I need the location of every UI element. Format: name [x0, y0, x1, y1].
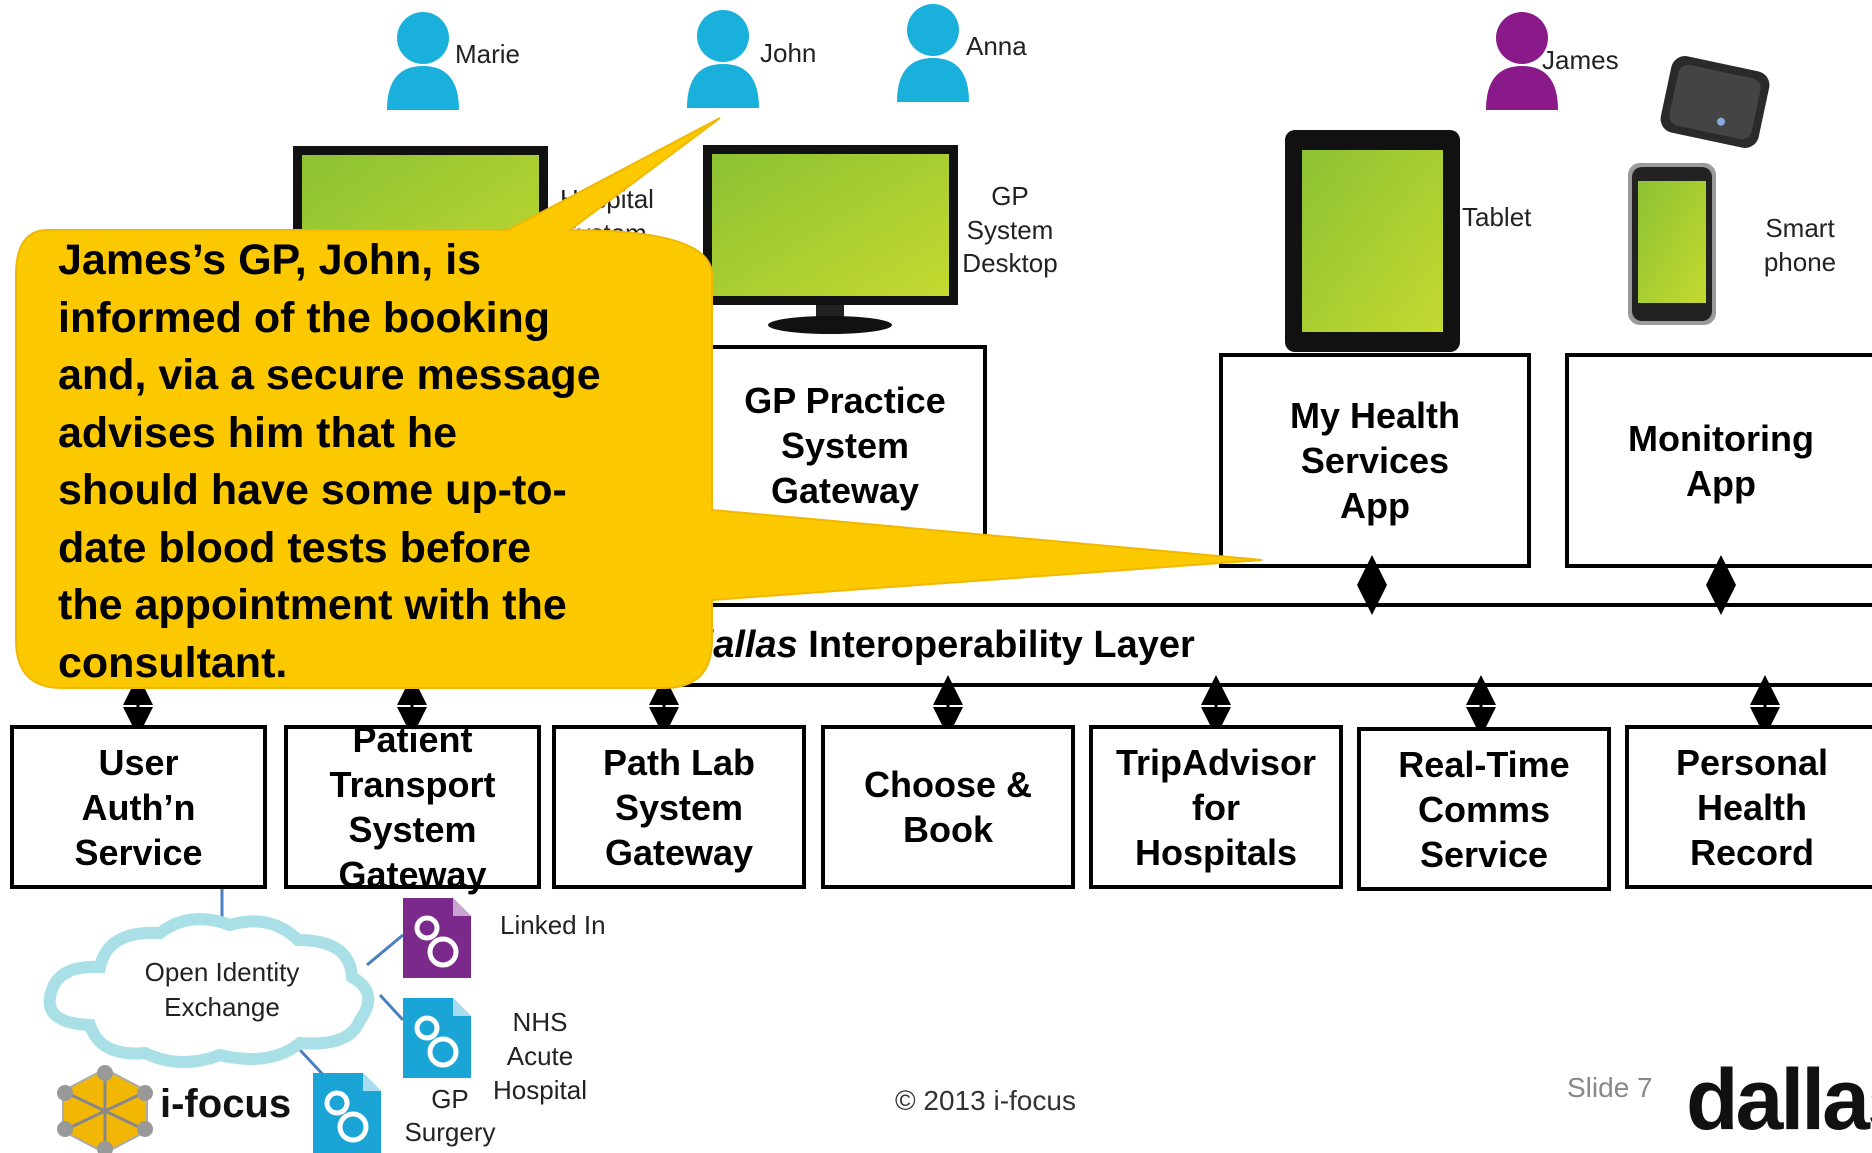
tripadvisor-hospitals-box: TripAdvisor for Hospitals	[1089, 725, 1343, 889]
gp-desktop-label-3: Desktop	[962, 248, 1058, 278]
callout-text: James’s GP, John, is informed of the boo…	[58, 232, 698, 692]
callout-line-1: James’s GP, John, is	[58, 236, 482, 284]
person-marie-label: Marie	[455, 39, 521, 69]
phr-line-2: Health	[1696, 786, 1807, 828]
tripadvisor-line-3: Hospitals	[1134, 831, 1298, 873]
person-anna-icon	[897, 4, 969, 102]
callout-line-4: advises him that he	[58, 408, 458, 457]
callout-line-6: date blood tests before	[58, 523, 532, 572]
tablet-icon	[1285, 130, 1460, 352]
callout-line-3: and, via a secure message	[58, 351, 601, 399]
my-health-line-3: App	[1340, 485, 1410, 526]
gp-surgery-label-2: Surgery	[404, 1117, 496, 1147]
real-time-line-1: Real-Time	[1398, 743, 1570, 785]
person-james-icon	[1486, 12, 1558, 110]
cloud-label-1: Open Identity	[144, 957, 300, 987]
monitoring-line-2: App	[1686, 462, 1756, 504]
person-john-icon	[687, 10, 759, 108]
user-auth-line-2: Auth’n	[81, 786, 196, 828]
tripadvisor-line-1: TripAdvisor	[1115, 741, 1317, 783]
choose-book-line-2: Book	[902, 809, 993, 850]
path-lab-line-2: System	[614, 786, 744, 828]
patient-transport-line-4: Gateway	[338, 854, 487, 895]
patient-transport-line-1: Patient	[352, 719, 473, 760]
gp-practice-line-1: GP Practice	[744, 379, 946, 421]
my-health-line-2: Services	[1300, 440, 1450, 481]
router-icon	[1660, 56, 1770, 148]
real-time-comms-box: Real-Time Comms Service	[1357, 727, 1611, 891]
nhs-acute-label-3: Hospital	[493, 1075, 587, 1105]
user-auth-line-3: Service	[74, 831, 203, 873]
person-james-label: James	[1542, 45, 1619, 75]
gp-monitor-icon	[703, 145, 958, 334]
user-auth-line-1: User	[98, 741, 179, 783]
patient-transport-line-3: System	[348, 809, 477, 850]
choose-and-book-box: Choose & Book	[821, 725, 1075, 889]
linked-in-app-icon	[403, 898, 471, 978]
my-health-line-1: My Health	[1289, 395, 1461, 436]
callout-line-5: should have some up-to-	[58, 466, 567, 514]
path-lab-line-1: Path Lab	[602, 741, 755, 783]
phr-line-3: Record	[1689, 831, 1814, 873]
real-time-line-2: Comms	[1417, 788, 1551, 830]
layer-title-text: Interoperability Layer	[808, 624, 1195, 666]
gp-surgery-label-1: GP	[431, 1084, 469, 1114]
cloud-icon	[43, 913, 375, 1069]
smartphone-icon	[1628, 163, 1716, 325]
monitoring-line-1: Monitoring	[1628, 417, 1814, 459]
gp-practice-line-2: System	[780, 424, 910, 466]
smartphone-label-1: Smart	[1765, 213, 1835, 243]
person-john-label: John	[760, 38, 817, 68]
callout-line-8: consultant.	[58, 638, 288, 687]
gp-surgery-app-icon	[313, 1073, 381, 1153]
path-lab-gateway-box: Path Lab System Gateway	[552, 725, 806, 889]
tablet-label: Tablet	[1462, 202, 1532, 232]
user-auth-service-box: User Auth’n Service	[10, 725, 267, 889]
callout-line-7: the appointment with the	[58, 581, 567, 629]
gp-desktop-label-2: System	[966, 215, 1054, 245]
nhs-acute-label-2: Acute	[506, 1041, 574, 1071]
gp-desktop-label-1: GP	[991, 181, 1029, 211]
smartphone-label-2: phone	[1763, 247, 1837, 277]
person-marie-icon	[387, 12, 459, 110]
copyright-text: © 2013 i-focus	[895, 1085, 1076, 1116]
my-health-app-box: My Health Services App	[1219, 353, 1531, 568]
patient-transport-line-2: Transport	[329, 764, 496, 805]
i-focus-logo-icon	[57, 1065, 153, 1153]
cloud-label-2: Exchange	[164, 992, 280, 1022]
person-anna-label: Anna	[966, 31, 1027, 61]
dallas-logo: dallas	[1686, 1052, 1872, 1148]
i-focus-brand: i-focus	[160, 1082, 292, 1126]
real-time-line-3: Service	[1419, 833, 1549, 875]
interoperability-layer-title: dallas Interoperability Layer	[690, 624, 1195, 667]
tripadvisor-line-2: for	[1191, 786, 1240, 828]
patient-transport-gateway-box: Patient Transport System Gateway	[284, 719, 541, 895]
nhs-acute-label-1: NHS	[512, 1007, 568, 1037]
gp-practice-gateway-box: GP Practice System Gateway	[703, 345, 987, 545]
linked-in-label: Linked In	[500, 910, 606, 940]
callout-line-2: informed of the booking	[58, 293, 551, 342]
path-lab-line-3: Gateway	[604, 831, 754, 873]
slide-number: Slide 7	[1567, 1072, 1653, 1103]
phr-line-1: Personal	[1675, 741, 1829, 783]
nhs-acute-app-icon	[403, 998, 471, 1078]
personal-health-record-box: Personal Health Record	[1625, 725, 1872, 889]
choose-book-line-1: Choose &	[863, 764, 1032, 805]
gp-practice-line-3: Gateway	[770, 469, 920, 511]
